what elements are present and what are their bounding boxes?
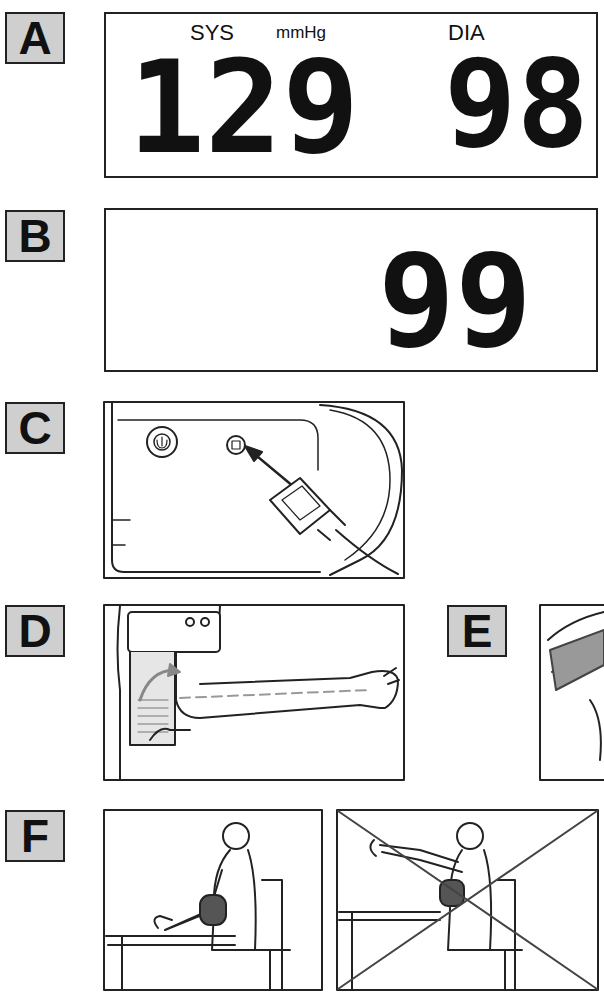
- panel-letter: D: [7, 607, 63, 655]
- unit-label: DIA: [448, 22, 485, 44]
- panel-frame: [104, 402, 404, 578]
- upper-arm: [118, 606, 221, 779]
- panel-letter: F: [7, 812, 63, 860]
- panel-letter-box: F: [5, 810, 65, 862]
- usb-plug: [270, 478, 330, 534]
- correct-posture: [106, 823, 290, 990]
- unit-label: SYS: [190, 22, 234, 44]
- cable: [318, 510, 398, 574]
- monitor: [128, 612, 220, 652]
- panel-letter: B: [7, 212, 63, 260]
- unit-label: mmHg: [276, 24, 326, 41]
- panel-frame: [540, 605, 604, 780]
- panel-letter-box: B: [5, 210, 65, 262]
- panel-letter-box: A: [5, 12, 65, 64]
- hand: [372, 668, 399, 708]
- lcd-display: 99: [104, 208, 598, 372]
- lcd-display: SYS mmHg DIA 129 98: [104, 12, 598, 178]
- panel-letter-box: D: [5, 605, 65, 657]
- panel-letter-box: C: [5, 402, 65, 454]
- panel-letter-box: E: [447, 605, 507, 657]
- panel-letter: C: [7, 404, 63, 452]
- systolic-value: 129: [128, 44, 359, 172]
- artery-line: [180, 690, 370, 698]
- panel-letter: A: [7, 14, 63, 62]
- pulse-value: 99: [378, 238, 532, 366]
- wrong-posture: [339, 823, 522, 990]
- cross-mark: [338, 811, 597, 989]
- panel-letter: E: [449, 607, 505, 655]
- diastolic-value: 98: [444, 44, 589, 164]
- cuff: [130, 652, 175, 745]
